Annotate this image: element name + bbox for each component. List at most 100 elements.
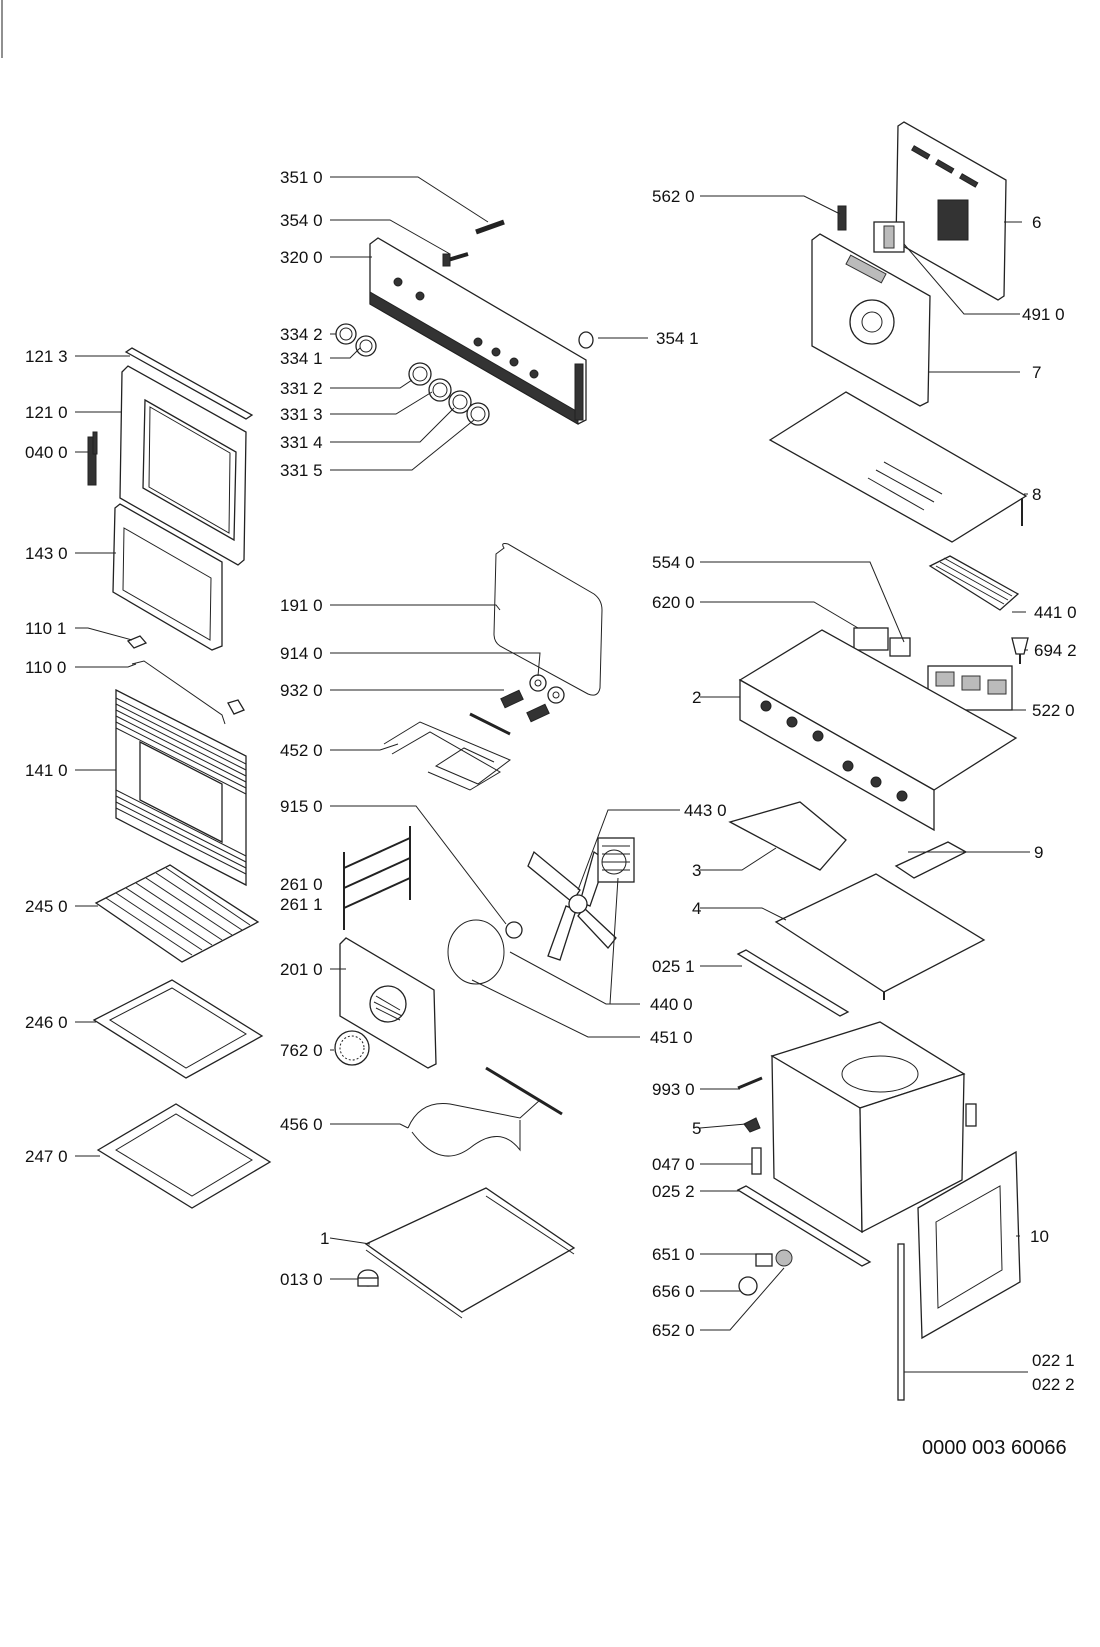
callout-443-0: 443 0 xyxy=(684,801,727,820)
part-cavity-screw xyxy=(737,1076,763,1090)
callout-022-1: 022 1 xyxy=(1032,1351,1075,1370)
callout-440-0: 440 0 xyxy=(650,995,693,1014)
callout-331-3: 331 3 xyxy=(280,405,323,424)
callout-694-2: 694 2 xyxy=(1034,641,1077,660)
callout-562-0: 562 0 xyxy=(652,187,695,206)
part-rail-bottom xyxy=(736,1185,872,1267)
callout-121-3: 121 3 xyxy=(25,347,68,366)
part-side-panel xyxy=(917,1150,1021,1340)
callout-331-5: 331 5 xyxy=(280,461,323,480)
callout-456-0: 456 0 xyxy=(280,1115,323,1134)
part-outer-door-glass xyxy=(115,688,247,887)
callout-141-0: 141 0 xyxy=(25,761,68,780)
callout-915-0: 915 0 xyxy=(280,797,323,816)
callout-025-1: 025 1 xyxy=(652,957,695,976)
part-fan-motor xyxy=(597,837,635,883)
callout-110-0: 110 0 xyxy=(25,658,66,677)
document-number: 0000 003 60066 xyxy=(922,1437,1067,1459)
part-frame-bracket xyxy=(728,801,847,871)
part-rod xyxy=(131,660,245,725)
callout-3: 3 xyxy=(692,861,701,880)
callout-110-1: 110 1 xyxy=(25,619,66,638)
part-relay-block xyxy=(853,627,911,657)
callout-5: 5 xyxy=(692,1119,701,1138)
part-door-trim-strip xyxy=(124,347,254,420)
part-transformer xyxy=(873,221,905,253)
part-hinge xyxy=(87,431,98,486)
part-wire-rack xyxy=(94,864,260,963)
part-bottom-cover xyxy=(774,873,986,1000)
callout-351-0: 351 0 xyxy=(280,168,323,187)
part-control-panel xyxy=(369,237,587,425)
part-clip xyxy=(837,205,847,231)
callout-201-0: 201 0 xyxy=(280,960,323,979)
part-fan-cover-panel xyxy=(339,937,437,1069)
callout-121-0: 121 0 xyxy=(25,403,68,422)
part-oven-cavity xyxy=(770,1021,977,1234)
callout-522-0: 522 0 xyxy=(1032,701,1075,720)
callout-652-0: 652 0 xyxy=(652,1321,695,1340)
part-fittings xyxy=(500,674,565,723)
callout-2: 2 xyxy=(692,688,701,707)
callout-10: 10 xyxy=(1030,1227,1049,1246)
part-small-bracket xyxy=(126,635,148,649)
callout-261-1: 261 1 xyxy=(280,895,323,914)
callout-651-0: 651 0 xyxy=(652,1245,695,1264)
part-cavity-clip xyxy=(743,1117,761,1133)
callout-331-4: 331 4 xyxy=(280,433,323,452)
part-inner-glass-panel xyxy=(112,503,223,651)
part-pin xyxy=(475,219,505,235)
part-side-rail xyxy=(897,1243,905,1401)
callout-334-2: 334 2 xyxy=(280,325,323,344)
part-disc xyxy=(334,1030,370,1066)
part-sensor xyxy=(1011,637,1029,664)
part-baking-tray xyxy=(92,979,264,1079)
callout-354-0: 354 0 xyxy=(280,211,323,230)
part-connectors xyxy=(738,1249,793,1296)
part-small-cap xyxy=(578,331,594,349)
callout-013-0: 013 0 xyxy=(280,1270,323,1289)
callout-993-0: 993 0 xyxy=(652,1080,695,1099)
callout-491-0: 491 0 xyxy=(1022,305,1065,324)
callout-1: 1 xyxy=(320,1229,329,1248)
callout-452-0: 452 0 xyxy=(280,741,323,760)
part-deep-tray xyxy=(96,1103,272,1209)
callout-246-0: 246 0 xyxy=(25,1013,68,1032)
part-door-seal xyxy=(493,543,603,696)
callout-354-1: 354 1 xyxy=(656,329,699,348)
callout-656-0: 656 0 xyxy=(652,1282,695,1301)
part-bottom-heating-element xyxy=(407,1066,563,1157)
part-bottom-plate xyxy=(364,1187,576,1319)
part-knobs-331 xyxy=(408,362,490,426)
callout-320-0: 320 0 xyxy=(280,248,323,267)
part-top-panel xyxy=(768,391,1028,543)
part-ring-element xyxy=(447,919,523,985)
part-latch xyxy=(751,1147,762,1175)
callout-441-0: 441 0 xyxy=(1034,603,1077,622)
part-rail-top xyxy=(736,949,850,1017)
callout-9: 9 xyxy=(1034,843,1043,862)
callout-914-0: 914 0 xyxy=(280,644,323,663)
callout-331-2: 331 2 xyxy=(280,379,323,398)
callout-451-0: 451 0 xyxy=(650,1028,693,1047)
callout-143-0: 143 0 xyxy=(25,544,68,563)
callout-247-0: 247 0 xyxy=(25,1147,68,1166)
part-shelf-supports xyxy=(343,826,411,930)
callout-022-2: 022 2 xyxy=(1032,1375,1075,1394)
callout-047-0: 047 0 xyxy=(652,1155,695,1174)
part-knobs-334 xyxy=(335,323,377,357)
callout-4: 4 xyxy=(692,899,701,918)
callout-025-2: 025 2 xyxy=(652,1182,695,1201)
part-foot xyxy=(357,1269,379,1287)
part-control-housing xyxy=(738,629,1018,832)
callout-040-0: 040 0 xyxy=(25,443,68,462)
part-rear-panel xyxy=(811,233,931,407)
part-small-plate xyxy=(894,841,968,879)
callout-554-0: 554 0 xyxy=(652,553,695,572)
callout-6: 6 xyxy=(1032,213,1041,232)
callout-620-0: 620 0 xyxy=(652,593,695,612)
part-screw xyxy=(442,252,469,267)
callout-245-0: 245 0 xyxy=(25,897,68,916)
callout-191-0: 191 0 xyxy=(280,596,323,615)
